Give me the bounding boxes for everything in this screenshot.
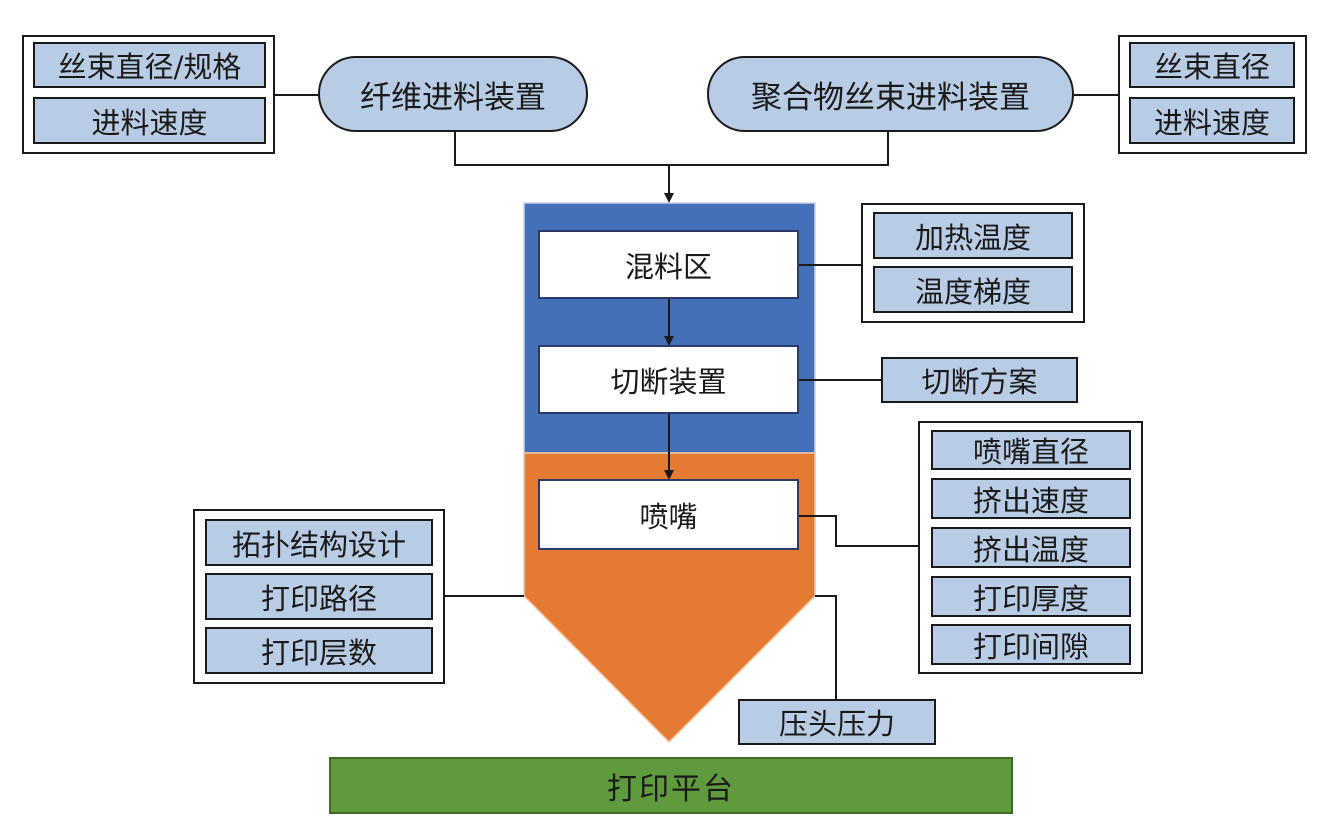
polymer-param-label: 进料速度 [1153,105,1270,140]
mixing-param-item: 加热温度 [873,212,1073,259]
design-param-label: 打印层数 [260,635,377,670]
nozzle-param-item: 挤出速度 [931,478,1131,519]
print-platform-label: 打印平台 [607,771,735,807]
nozzle-param-item: 喷嘴直径 [931,430,1131,470]
nozzle-param-label: 挤出速度 [972,483,1089,518]
nozzle-param-item: 打印间隙 [931,624,1131,665]
mixing-param-label: 温度梯度 [914,274,1031,309]
cutting-stage: 切断装置 [538,345,799,414]
pressure-param-item: 压头压力 [738,699,936,745]
nozzle-stage-label: 喷嘴 [639,499,698,534]
fiber-param-label: 丝束直径/规格 [57,50,242,84]
cutting-param-item: 切断方案 [881,357,1078,403]
mixing-param-label: 加热温度 [914,220,1031,255]
design-param-item: 打印路径 [205,573,433,620]
fiber-feeder-label: 纤维进料装置 [360,79,546,116]
fiber-param-item: 进料速度 [33,97,266,144]
nozzle-param-label: 打印间隙 [972,629,1089,664]
design-param-item: 拓扑结构设计 [205,519,433,566]
polymer-feeder-label: 聚合物丝束进料装置 [751,79,1030,116]
mixing-stage-label: 混料区 [624,249,712,284]
fiber-feeder: 纤维进料装置 [318,56,588,132]
nozzle-param-item: 打印厚度 [931,576,1131,617]
pressure-connector [815,595,837,699]
polymer-param-label: 丝束直径 [1153,50,1270,84]
nozzle-stage: 喷嘴 [538,479,799,550]
nozzle-param-label: 喷嘴直径 [972,435,1089,469]
mixing-stage: 混料区 [538,230,799,299]
nozzle-param-item: 挤出温度 [931,527,1131,568]
fiber-param-label: 进料速度 [91,105,208,140]
design-param-label: 打印路径 [260,581,377,616]
nozzle-param-label: 挤出温度 [972,532,1089,567]
cutting-stage-label: 切断装置 [610,364,727,399]
design-param-item: 打印层数 [205,627,433,674]
nozzle-params-connector [799,515,918,547]
feed-merge-line [454,125,889,166]
mixing-param-item: 温度梯度 [873,266,1073,313]
polymer-param-item: 进料速度 [1129,97,1295,144]
print-platform: 打印平台 [329,757,1013,814]
cutting-param-label: 切断方案 [921,365,1038,399]
pressure-param-label: 压头压力 [778,707,895,741]
nozzle-param-label: 打印厚度 [972,581,1089,616]
fiber-param-item: 丝束直径/规格 [33,42,266,88]
polymer-feeder: 聚合物丝束进料装置 [707,56,1074,132]
polymer-param-item: 丝束直径 [1129,42,1295,88]
design-param-label: 拓扑结构设计 [231,527,406,562]
